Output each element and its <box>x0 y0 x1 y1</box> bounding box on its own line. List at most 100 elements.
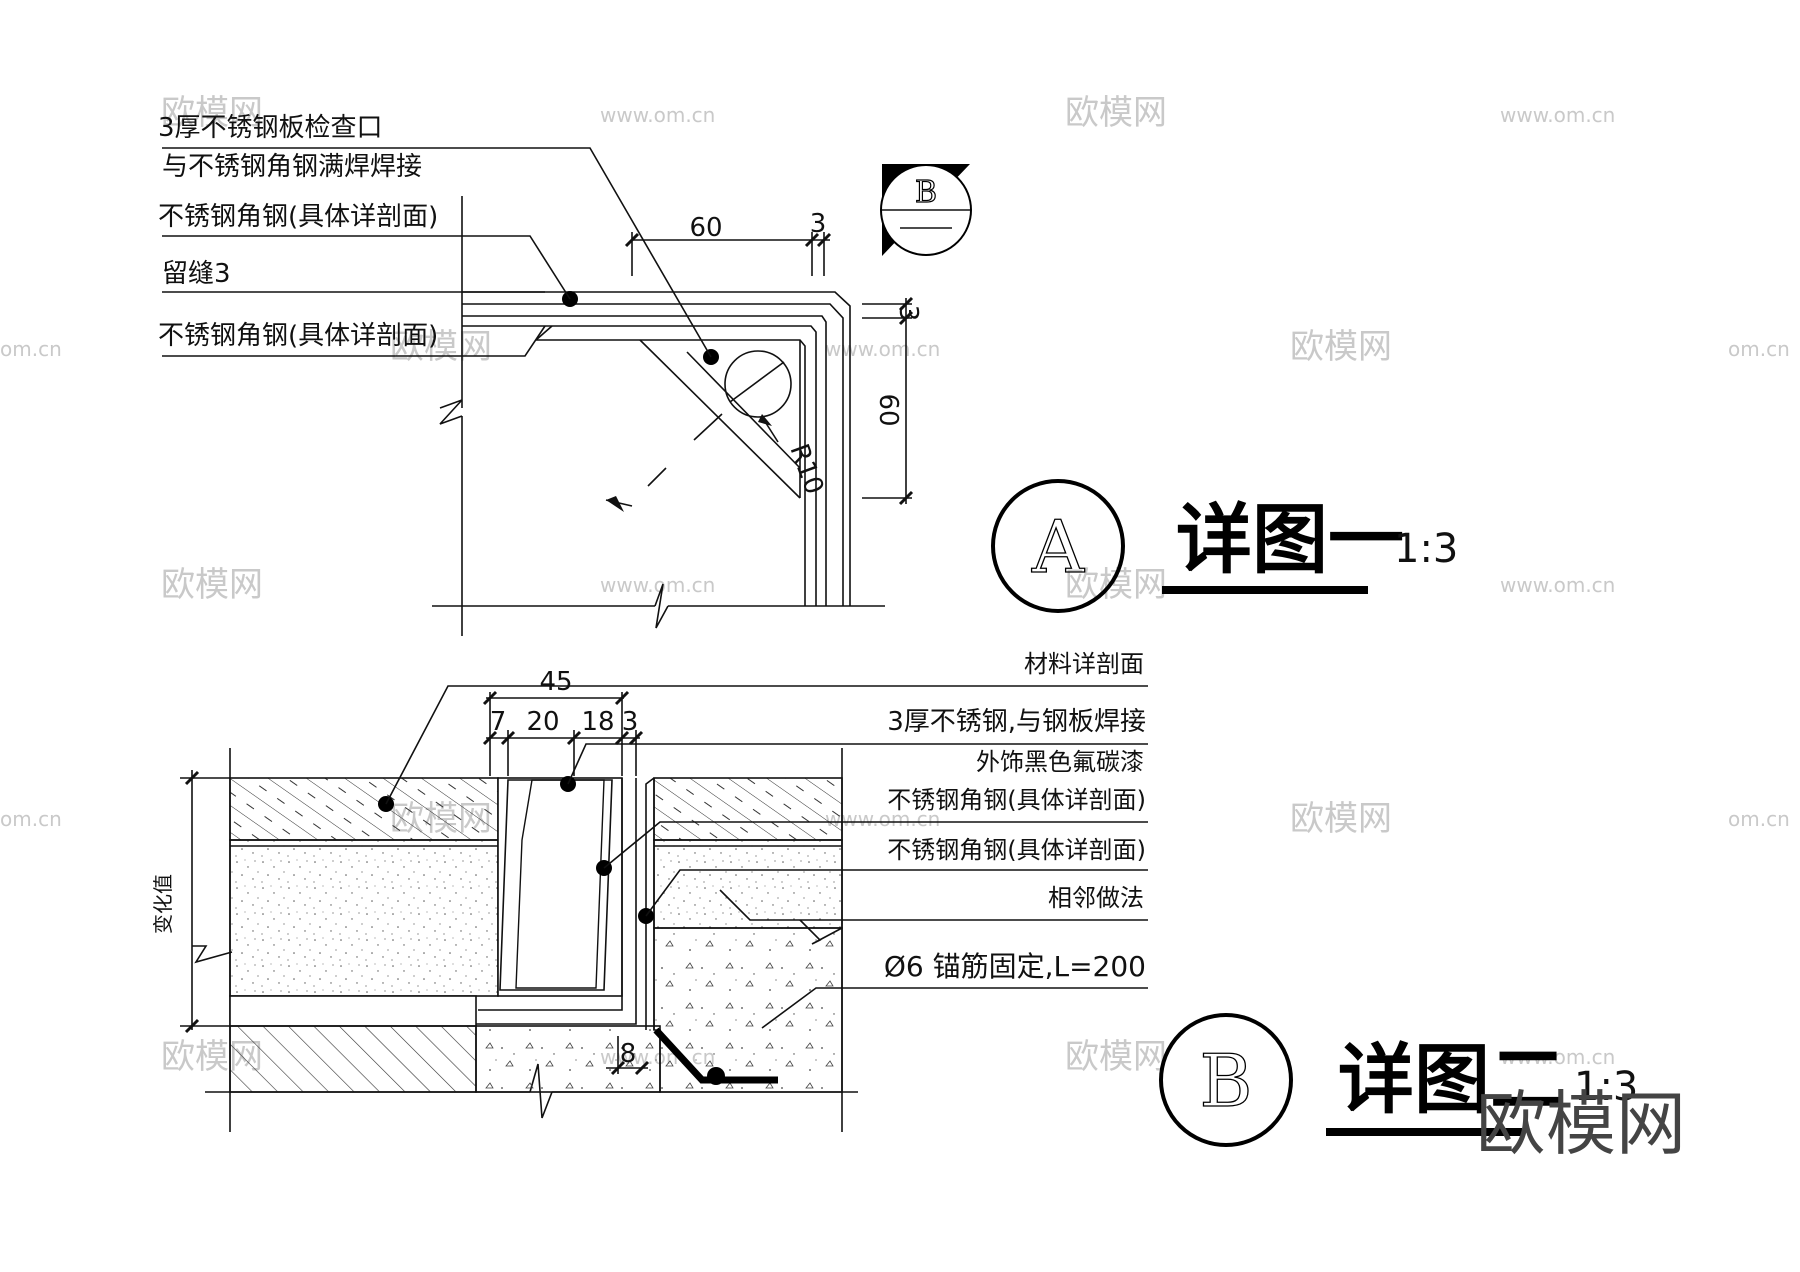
dim-tick <box>482 730 498 746</box>
angle-line <box>462 325 817 606</box>
base-concrete <box>475 1025 661 1093</box>
cover-inner <box>515 779 605 989</box>
section-line <box>647 467 667 487</box>
paving-layer <box>229 777 499 841</box>
watermark-logo: 欧模网 <box>161 565 263 605</box>
break-symbol <box>654 583 669 629</box>
watermark-url: www.om.cn <box>1500 1045 1615 1069</box>
leader-line <box>162 325 546 357</box>
brace-line <box>686 351 801 469</box>
dim-radius: R10 <box>783 440 829 498</box>
callout-label: 留缝3 <box>162 259 231 289</box>
detail-title: 详图一 <box>1176 495 1404 584</box>
mortar-layer <box>653 839 843 929</box>
leader-line <box>645 869 1148 917</box>
dim-tick <box>482 690 498 706</box>
angle-line <box>462 315 827 606</box>
watermark-url: www.om.cn <box>825 807 940 831</box>
angle-line <box>476 778 637 1025</box>
callout-label: 不锈钢角钢(具体详剖面) <box>887 836 1146 864</box>
concrete-layer <box>653 927 843 1093</box>
brace-line <box>639 339 801 499</box>
break-symbol <box>192 945 233 964</box>
callout-label: Ø6 锚筋固定,L=200 <box>884 950 1146 983</box>
watermark-url: www.om.cn <box>825 337 940 361</box>
break-symbol <box>439 399 463 425</box>
callout-label: 3厚不锈钢,与钢板焊接 <box>887 707 1146 737</box>
watermark-logo: 欧模网 <box>1290 799 1392 839</box>
detail-b-title-block: B 详图二 1:3 欧模网 <box>1159 1013 1686 1165</box>
detail-scale: 1:3 <box>1574 1064 1638 1110</box>
base-layer <box>229 1025 477 1093</box>
title-underline <box>1162 586 1368 594</box>
watermark-logo: 欧模网 <box>390 327 492 367</box>
break-symbol <box>799 919 843 945</box>
dim-width: 60 <box>689 213 722 243</box>
dim-variable: 变化值 <box>151 874 175 934</box>
dim-segment: 3 <box>622 707 639 737</box>
dim-tick <box>184 1018 200 1034</box>
radius-arrow <box>758 414 772 426</box>
callout-label: 相邻做法 <box>1048 884 1144 912</box>
dim-gap-vertical: 3 <box>893 305 923 322</box>
dim-total: 45 <box>539 667 572 697</box>
dim-height: 60 <box>873 393 903 426</box>
angle-line <box>535 325 553 341</box>
detail-b-drawing: 45 7 20 18 3 8 变化值 <box>151 667 1148 1132</box>
dim-tick <box>566 730 582 746</box>
dim-segment: 7 <box>490 707 507 737</box>
angle-line <box>462 303 844 606</box>
dim-tick <box>500 730 516 746</box>
dim-tick <box>898 490 914 506</box>
leader-line <box>162 235 571 300</box>
watermark-logo: 欧模网 <box>161 93 263 133</box>
watermark-edge: om.cn <box>1728 807 1790 831</box>
anchor-dot <box>707 1067 725 1085</box>
watermark-logo: 欧模网 <box>1065 93 1167 133</box>
dim-segment: 18 <box>581 707 614 737</box>
dim-tick <box>816 232 832 248</box>
callout-label: 不锈钢角钢(具体详剖面) <box>158 202 438 232</box>
angle-line <box>478 778 623 1011</box>
leader-line <box>761 987 1148 1029</box>
paving-layer <box>653 777 843 841</box>
watermark-url: www.om.cn <box>600 103 715 127</box>
mortar-layer <box>229 839 499 997</box>
dim-tick <box>614 730 630 746</box>
dim-tick <box>898 296 914 312</box>
title-letter: A <box>1031 505 1085 589</box>
watermark-logo: 欧模网 <box>1290 327 1392 367</box>
watermark-logo: 欧模网 <box>1065 1037 1167 1077</box>
dim-anchor: 8 <box>620 1039 637 1069</box>
section-arrow <box>606 496 624 512</box>
angle-outer <box>462 291 851 606</box>
watermark-url: www.om.cn <box>1500 573 1615 597</box>
leader-line <box>719 889 1148 921</box>
plate-layer <box>229 995 477 1027</box>
detail-a-title-block: A 详图一 1:3 <box>991 479 1458 613</box>
section-line <box>605 499 633 507</box>
dim-tick <box>624 232 640 248</box>
inspection-hole <box>724 350 792 418</box>
callout-label: 外饰黑色氟碳漆 <box>976 748 1144 776</box>
title-circle <box>991 479 1125 613</box>
dim-gap: 3 <box>810 209 827 239</box>
dim-segment: 20 <box>526 707 559 737</box>
dim-tick <box>628 730 644 746</box>
leader-line <box>385 685 1148 805</box>
logo-watermark: 欧模网 <box>1476 1083 1686 1165</box>
watermark-url: www.om.cn <box>1500 103 1615 127</box>
leader-line <box>603 821 1148 869</box>
detail-scale: 1:3 <box>1394 526 1458 572</box>
callout-label: 不锈钢角钢(具体详剖面) <box>158 321 438 351</box>
dim-tick <box>804 232 820 248</box>
watermark-edge: om.cn <box>0 337 62 361</box>
callout-label: 不锈钢角钢(具体详剖面) <box>887 786 1146 814</box>
angle-line <box>645 777 655 1030</box>
watermark-url: www.om.cn <box>600 573 715 597</box>
angle-inner <box>536 339 806 606</box>
section-marker-letter: B <box>915 175 937 210</box>
title-circle <box>1159 1013 1293 1147</box>
hole-diagonal <box>729 361 785 403</box>
